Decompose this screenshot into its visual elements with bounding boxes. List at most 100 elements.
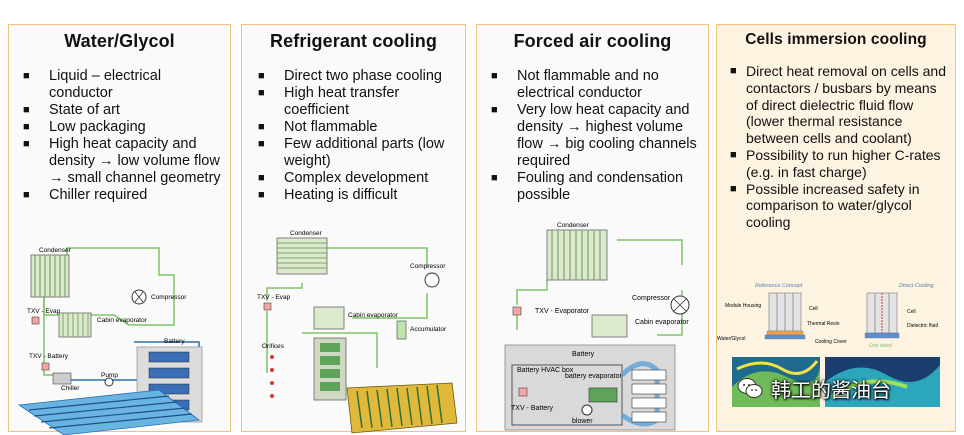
label-battery-hvac-box: Battery HVAC box — [517, 367, 574, 374]
evaporator-icon — [58, 312, 92, 338]
bullet-icon: ■ — [730, 65, 737, 77]
valve-icon — [263, 302, 272, 311]
bullet-item: ■Possible increased safety in comparison… — [730, 180, 920, 231]
bullet-item: ■High heat transfer coefficient — [258, 85, 400, 118]
bullet-item: ■Possibility to run higher C-rates (e.g.… — [730, 146, 941, 180]
immersion-diagram: Reference Concept Direct Cooling Module … — [717, 283, 940, 407]
watermark-text: 韩工的酱油台 — [771, 377, 891, 402]
bullet-item: ■Very low heat capacity and density → hi… — [491, 102, 697, 169]
valve-icon — [41, 362, 50, 371]
panel-title: Forced air cooling — [513, 31, 672, 51]
label-txv-evaporator: TXV - Evaporator — [535, 308, 590, 315]
label-battery-evaporator: battery evaporator — [565, 373, 622, 380]
bullet-icon: ■ — [491, 104, 498, 116]
label-blower: blower — [572, 418, 593, 425]
label-txv-evap: TXV - Evap — [27, 308, 61, 315]
label-compressor: Compressor — [632, 295, 671, 302]
label-reference-concept: Reference Concept — [755, 283, 803, 289]
label-txv-evap: TXV - Evap — [257, 294, 291, 301]
forced-air-diagram: Condenser Compressor TXV - Evaporator Ca… — [504, 222, 690, 431]
label-cabin-evaporator: Cabin evaporator — [635, 319, 689, 326]
bullet-item: ■Fouling and condensation possible — [491, 170, 684, 203]
label-cabin-evaporator: Cabin evaporator — [348, 312, 399, 319]
bullet-icon: ■ — [23, 104, 30, 116]
panel-forced-air-cooling: Forced air cooling ■Not flammable and no… — [476, 24, 709, 432]
watermark: 韩工的酱油台 — [737, 368, 952, 408]
bullet-icon: ■ — [258, 172, 265, 184]
label-cell-direct: Cell — [907, 309, 916, 315]
pump-icon — [104, 377, 114, 387]
label-module-housing: Module Housing — [725, 303, 761, 309]
bullet-icon: ■ — [491, 70, 498, 82]
bullet-item: ■State of art — [23, 102, 120, 118]
label-accumulator: Accumulator — [410, 326, 447, 333]
panel-cells-immersion-cooling: Cells immersion cooling ■Direct heat rem… — [716, 24, 956, 432]
cold-plate-image — [346, 382, 458, 434]
label-pump: Pump — [101, 372, 118, 379]
bullet-item: ■Complex development — [258, 170, 429, 186]
bullet-icon: ■ — [258, 70, 265, 82]
bullet-icon: ■ — [23, 121, 30, 133]
bullet-icon: ■ — [258, 189, 265, 201]
valve-icon — [512, 306, 522, 316]
battery-evaporator-icon — [588, 387, 618, 403]
label-orifices: Orifices — [262, 343, 285, 350]
evaporator-icon — [591, 314, 628, 338]
label-thermal-resin: Thermal Resin — [807, 321, 840, 327]
bullet-item: ■High heat capacity and density → low vo… — [23, 136, 221, 186]
label-compressor: Compressor — [151, 294, 187, 301]
panel-title: Cells immersion cooling — [745, 31, 927, 48]
bullet-icon: ■ — [491, 172, 498, 184]
panel-refrigerant-cooling: Refrigerant cooling ■Direct two phase co… — [241, 24, 466, 434]
label-compressor: Compressor — [410, 263, 446, 270]
chiller-icon — [52, 372, 72, 385]
label-water-glycol: Water/Glycol — [717, 336, 745, 342]
label-condenser: Condenser — [39, 247, 72, 254]
bullet-item: ■Low packaging — [23, 119, 146, 135]
condenser-icon — [30, 254, 70, 298]
bullet-item: ■Direct heat removal on cells and contac… — [730, 63, 946, 147]
bullet-item: ■Not flammable and no electrical conduct… — [491, 68, 659, 101]
panel-water-glycol: Water/Glycol ■Liquid – electrical conduc… — [8, 24, 231, 435]
label-txv-battery: TXV - Battery — [511, 405, 554, 412]
bullet-icon: ■ — [730, 148, 737, 161]
hvac-box-outline — [511, 364, 623, 426]
label-cabin-evaporator: Cabin evaporator — [97, 317, 148, 324]
cooling-plate-image — [17, 389, 201, 435]
compressor-icon — [424, 272, 440, 288]
bullet-icon: ■ — [23, 70, 30, 82]
bullet-icon: ■ — [730, 182, 737, 195]
condenser-icon — [546, 229, 608, 281]
label-one-sided: One sided — [869, 343, 892, 349]
bullet-list: ■Not flammable and no electrical conduct… — [491, 68, 707, 204]
label-battery: Battery — [572, 351, 595, 358]
bullet-item: ■Chiller required — [23, 187, 148, 203]
bullet-item: ■Liquid – electrical conductor — [23, 68, 162, 101]
bullet-item: ■Not flammable — [258, 119, 378, 135]
label-cooling-cover: Cooling Cover — [815, 339, 847, 345]
bullet-icon: ■ — [258, 121, 265, 133]
bullet-item: ■Few additional parts (low weight) — [258, 136, 445, 169]
label-cell: Cell — [809, 306, 818, 312]
bullet-item: ■Direct two phase cooling — [258, 68, 442, 84]
bullet-icon: ■ — [258, 87, 265, 99]
water-glycol-diagram: Condenser Compressor TXV - Evap Cabin ev… — [17, 247, 203, 435]
accumulator-icon — [396, 320, 407, 340]
bullet-icon: ■ — [258, 138, 265, 150]
label-battery: Battery — [164, 338, 185, 345]
valve-icon — [31, 316, 40, 325]
valve-icon — [518, 387, 528, 397]
bullet-icon: ■ — [23, 189, 30, 201]
evaporator-icon — [313, 306, 345, 330]
panel-title: Water/Glycol — [64, 31, 175, 51]
bullet-list: ■Direct heat removal on cells and contac… — [730, 63, 951, 231]
bullet-icon: ■ — [23, 138, 30, 150]
refrigerant-diagram: Condenser Compressor TXV - Evap Cabin ev… — [257, 230, 458, 434]
panel-title: Refrigerant cooling — [270, 31, 437, 51]
bullet-list: ■Liquid – electrical conductor ■State of… — [23, 68, 227, 204]
blower-icon — [581, 404, 593, 416]
bullet-item: ■Heating is difficult — [258, 187, 398, 203]
label-direct-cooling: Direct Cooling — [899, 283, 934, 289]
label-chiller: Chiller — [61, 385, 80, 392]
label-condenser: Condenser — [290, 230, 323, 237]
